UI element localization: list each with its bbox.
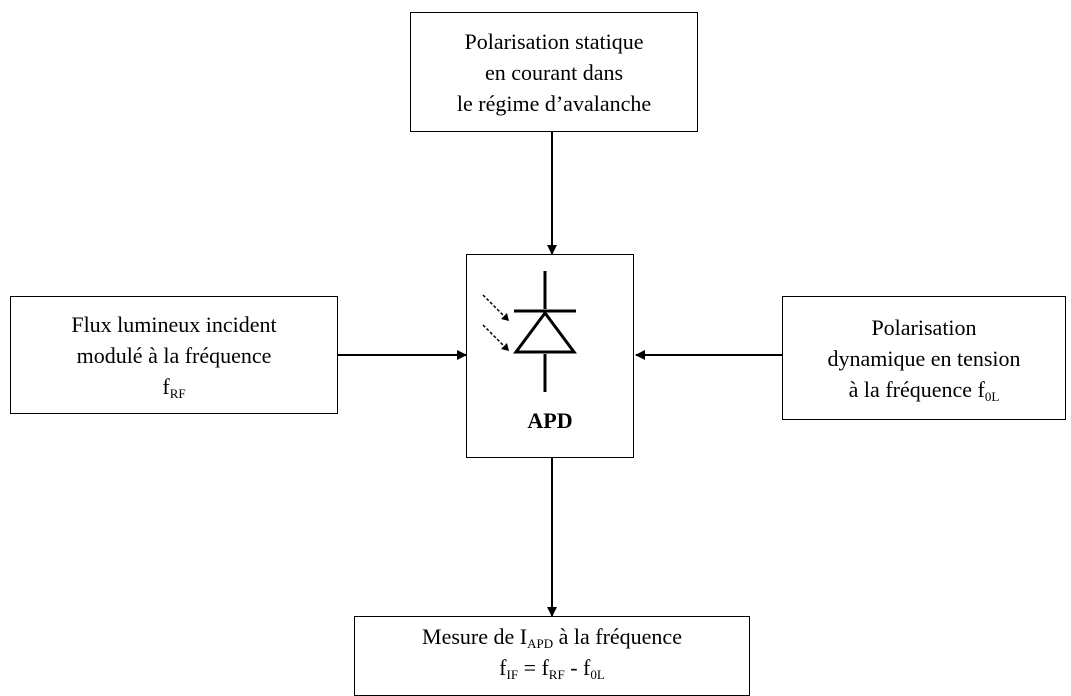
right-box-line-1: Polarisation [871,314,977,340]
left-box-line-2: modulé à la fréquence [76,342,272,368]
right-box-line-2: dynamique en tension [827,345,1021,371]
right-box-line-3-text: à la fréquence f [848,376,985,402]
left-box-incident-flux: Flux lumineux incident modulé à la fréqu… [10,296,338,414]
eq-minus: - f [564,655,591,680]
bottom-box-apd-subscript: APD [527,636,554,651]
photodiode-icon [482,271,577,392]
top-box-line-1: Polarisation statique [464,28,644,54]
eq-mid: = f [518,655,549,680]
left-box-freq-symbol: f [162,373,170,399]
left-box-freq-subscript: RF [169,385,186,401]
apd-label: APD [527,408,573,433]
bottom-box-measurement: Mesure de IAPD à la fréquence fIF = fRF … [354,616,750,696]
bottom-box-line-1: Mesure de IAPD à la fréquence [422,621,682,652]
bottom-box-equation: fIF = fRF - f0L [499,652,605,683]
top-box-line-3: le régime d’avalanche [456,90,652,116]
left-box-line-1: Flux lumineux incident [71,311,277,337]
bottom-box-line-1-pre: Mesure de I [422,624,528,649]
center-box-apd [466,254,634,458]
left-box-frequency: fRF [162,371,185,402]
eq-f1: f [499,655,507,680]
top-box-line-2: en courant dans [484,59,624,85]
top-box-static-bias: Polarisation statique en courant dans le… [410,12,698,132]
right-box-dynamic-bias: Polarisation dynamique en tension à la f… [782,296,1066,420]
diagram-connectors [338,132,782,617]
right-box-line-3-subscript: 0L [984,388,1000,404]
bottom-box-line-1-post: à la fréquence [553,624,682,649]
eq-sub-0l: 0L [590,667,605,682]
eq-sub-rf: RF [548,667,565,682]
eq-sub-if: IF [506,667,519,682]
right-box-line-3: à la fréquence f0L [849,374,1000,405]
